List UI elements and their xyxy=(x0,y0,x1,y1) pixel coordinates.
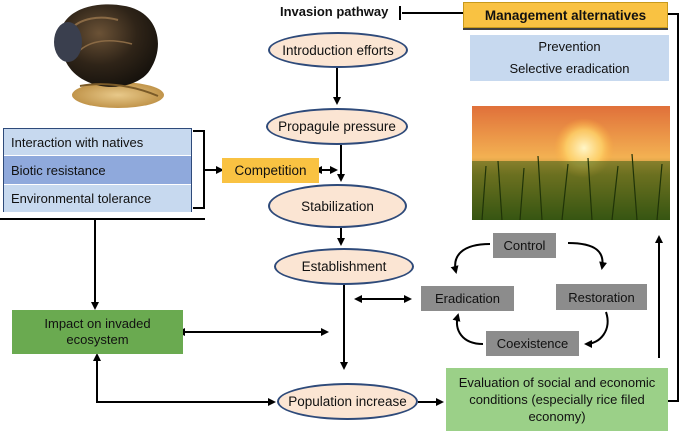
restoration-box: Restoration xyxy=(556,284,647,310)
environmental-tolerance-label: Environmental tolerance xyxy=(4,185,191,212)
rice-field-image xyxy=(472,106,670,220)
selective-eradication-label: Selective eradication xyxy=(509,60,630,76)
invasion-pathway-label: Invasion pathway xyxy=(280,4,389,19)
prevention-label: Prevention xyxy=(538,38,601,54)
evaluation-box: Evaluation of social and economic condit… xyxy=(446,368,668,431)
stabilization-node: Stabilization xyxy=(268,184,407,228)
eradication-box: Eradication xyxy=(421,286,514,311)
establishment-node: Establishment xyxy=(274,248,414,285)
coexistence-box: Coexistence xyxy=(486,331,579,356)
population-increase-node: Population increase xyxy=(277,383,418,420)
control-box: Control xyxy=(493,233,556,258)
competition-box: Competition xyxy=(222,158,319,183)
snail-image xyxy=(54,4,164,108)
factors-box: Interaction with natives Biotic resistan… xyxy=(3,128,192,212)
introduction-efforts-node: Introduction efforts xyxy=(268,32,408,68)
management-options-box: Prevention Selective eradication xyxy=(470,35,669,81)
interaction-with-natives-label: Interaction with natives xyxy=(4,129,191,156)
impact-box: Impact on invaded ecosystem xyxy=(12,310,183,354)
propagule-pressure-node: Propagule pressure xyxy=(266,108,408,145)
biotic-resistance-label: Biotic resistance xyxy=(4,156,191,185)
management-alternatives-box: Management alternatives xyxy=(463,2,668,28)
